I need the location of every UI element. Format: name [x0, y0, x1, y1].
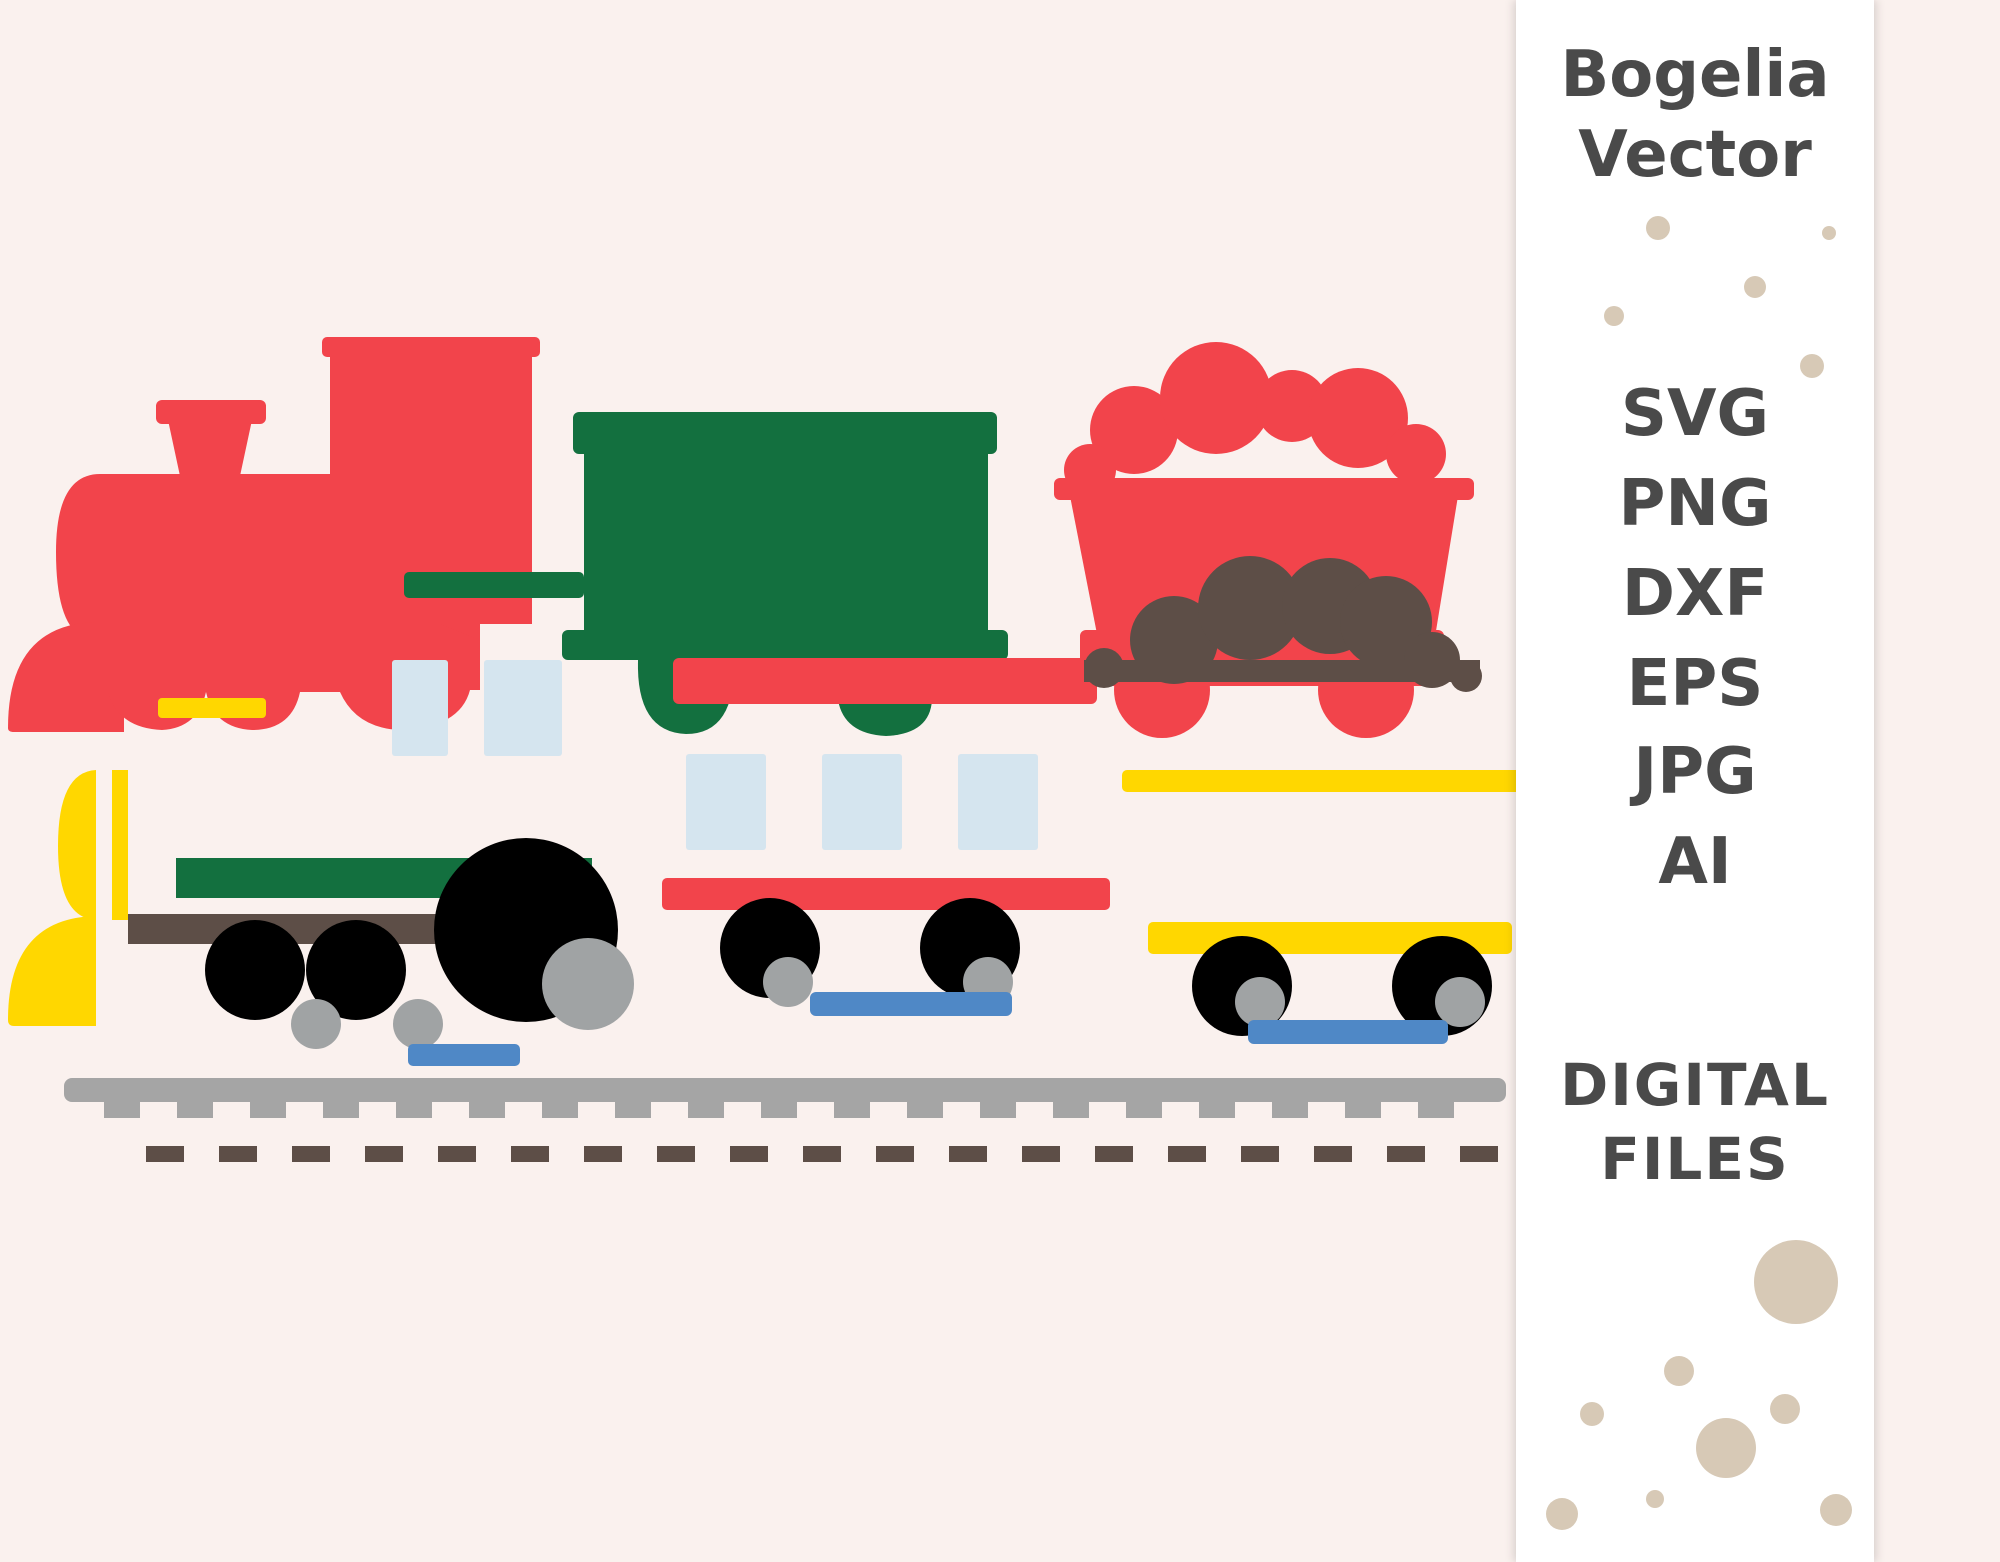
decor-dot: [1604, 306, 1624, 326]
yellow-bar: [1122, 770, 1540, 792]
track-dash: [511, 1146, 549, 1162]
loco-yellow-strip: [158, 698, 266, 718]
track-dash: [146, 1146, 184, 1162]
track-dash: [1168, 1146, 1206, 1162]
wagon-hubs: [1235, 977, 1485, 1027]
track-dash: [438, 1146, 476, 1162]
track-dash: [803, 1146, 841, 1162]
loco-green-bar: [404, 572, 584, 598]
decor-dot: [1664, 1356, 1694, 1386]
rail-ties: [104, 1100, 1454, 1118]
track-dash: [1241, 1146, 1279, 1162]
red-chassis-bar: [662, 878, 1110, 910]
blue-rod: [1248, 1020, 1448, 1044]
decor-dot: [1820, 1494, 1852, 1526]
format-dxf: DXF: [1621, 557, 1769, 631]
rail-tie: [323, 1100, 359, 1118]
decor-dot: [1770, 1394, 1800, 1424]
rail-tie: [1418, 1100, 1454, 1118]
format-jpg: JPG: [1633, 735, 1757, 809]
car-window: [822, 754, 902, 850]
red-platform: [673, 658, 1097, 704]
rail-tie: [980, 1100, 1016, 1118]
track-dash: [1022, 1146, 1060, 1162]
rail-tie: [615, 1100, 651, 1118]
rail-tie: [542, 1100, 578, 1118]
track-dash: [876, 1146, 914, 1162]
track-dash: [365, 1146, 403, 1162]
track-dash: [292, 1146, 330, 1162]
rail-tie: [177, 1100, 213, 1118]
track-dash: [657, 1146, 695, 1162]
rail: [64, 1078, 1506, 1102]
decor-dot: [1546, 1498, 1578, 1530]
cab-window: [484, 660, 562, 756]
rail-tie: [907, 1100, 943, 1118]
blue-rod: [810, 992, 1012, 1016]
green-tender: [562, 412, 1008, 736]
rail-tie: [396, 1100, 432, 1118]
track-dash: [1314, 1146, 1352, 1162]
rail-tie: [688, 1100, 724, 1118]
track-dash: [730, 1146, 768, 1162]
loco-hubs: [291, 938, 634, 1049]
decor-dot: [1646, 1490, 1664, 1508]
locomotive-body: [8, 337, 540, 732]
rail-tie: [834, 1100, 870, 1118]
rail-tie: [469, 1100, 505, 1118]
rail-tie: [250, 1100, 286, 1118]
rail-tie: [1199, 1100, 1235, 1118]
rail-tie: [1272, 1100, 1308, 1118]
rail-tie: [761, 1100, 797, 1118]
brand-name-line1: Bogelia: [1560, 38, 1830, 112]
decor-dot: [1580, 1402, 1604, 1426]
decor-dot: [1754, 1240, 1838, 1324]
brand-name-line2: Vector: [1578, 118, 1812, 192]
track-dash: [1095, 1146, 1133, 1162]
rail-tie: [1345, 1100, 1381, 1118]
track-dash: [1460, 1146, 1498, 1162]
sidebar-panel: Bogelia Vector SVG PNG DXF EPS JPG AI DI…: [1516, 0, 1874, 1562]
track-dash: [949, 1146, 987, 1162]
format-png: PNG: [1618, 467, 1772, 541]
rail-tie: [1126, 1100, 1162, 1118]
decor-dot: [1646, 216, 1670, 240]
decor-dot: [1822, 226, 1836, 240]
decor-dot: [1800, 354, 1824, 378]
yellow-cowl: [8, 770, 128, 1026]
rail-tie: [104, 1100, 140, 1118]
format-svg: SVG: [1620, 377, 1770, 451]
tagline-line1: DIGITAL: [1560, 1051, 1830, 1119]
track-dashes: [146, 1146, 1498, 1162]
coal-pile: [1084, 556, 1482, 692]
track-dash: [219, 1146, 257, 1162]
car-window: [686, 754, 766, 850]
format-ai: AI: [1658, 825, 1732, 899]
tagline-line2: FILES: [1600, 1125, 1790, 1193]
format-eps: EPS: [1626, 647, 1764, 721]
track-dash: [1387, 1146, 1425, 1162]
track-dash: [584, 1146, 622, 1162]
decor-dot: [1744, 276, 1766, 298]
car-window: [958, 754, 1038, 850]
decor-dot: [1696, 1418, 1756, 1478]
cab-window: [392, 660, 448, 756]
blue-rod: [408, 1044, 520, 1066]
rail-tie: [1053, 1100, 1089, 1118]
